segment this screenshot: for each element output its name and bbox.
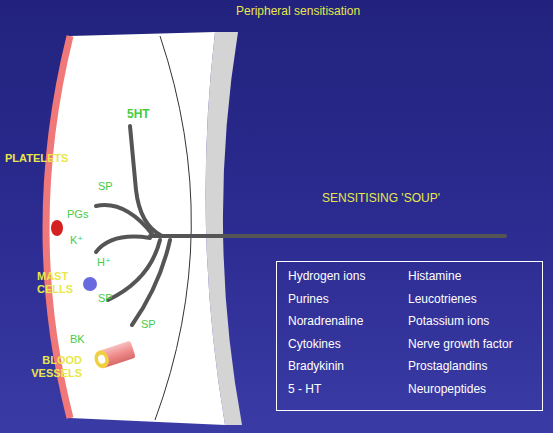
list-item: Bradykinin [288, 359, 344, 373]
mast-cell [83, 277, 97, 291]
list-item: Leucotrienes [408, 292, 477, 306]
platelet [51, 220, 63, 236]
nerve-branch [96, 205, 152, 234]
cell-label: BLOOD VESSELS [8, 354, 82, 379]
list-item: Purines [288, 292, 329, 306]
vessel-lumen [97, 354, 106, 365]
tissue-face [46, 32, 225, 425]
axon [150, 234, 505, 238]
nerve-terminal [96, 126, 505, 325]
cell-label: MAST CELLS [37, 270, 82, 295]
tissue-boundary [155, 36, 191, 420]
mediator-label: SP [98, 292, 113, 305]
diagram-title: Peripheral sensitisation [236, 5, 360, 19]
list-item: Prostaglandins [408, 359, 487, 373]
mediator-label: 5HT [127, 108, 150, 122]
vessel-end [92, 349, 111, 370]
soup-label: SENSITISING 'SOUP' [322, 192, 440, 206]
list-item: 5 - HT [288, 382, 321, 396]
list-item: Noradrenaline [288, 314, 363, 328]
blood-vessel [92, 341, 136, 370]
list-item: Potassium ions [408, 314, 489, 328]
list-item: Histamine [408, 269, 461, 283]
mediator-label: SP [141, 318, 156, 331]
cell-label: PLATELETS [5, 152, 68, 165]
nerve-branch [130, 126, 162, 236]
mediator-label: PGs [67, 208, 88, 221]
mediator-label: H⁺ [97, 256, 111, 269]
nerve-branch [132, 240, 170, 325]
mediator-label: K⁺ [70, 234, 83, 247]
list-item: Nerve growth factor [408, 337, 513, 351]
list-box: Hydrogen ions HistaminePurines Leucotriene… [276, 261, 543, 411]
list-item: Hydrogen ions [288, 269, 365, 283]
mediator-label: BK [70, 333, 85, 346]
mediator-label: SP [98, 180, 113, 193]
list-item: Neuropeptides [408, 382, 486, 396]
list-item: Cytokines [288, 337, 341, 351]
nerve-branch [96, 237, 150, 252]
